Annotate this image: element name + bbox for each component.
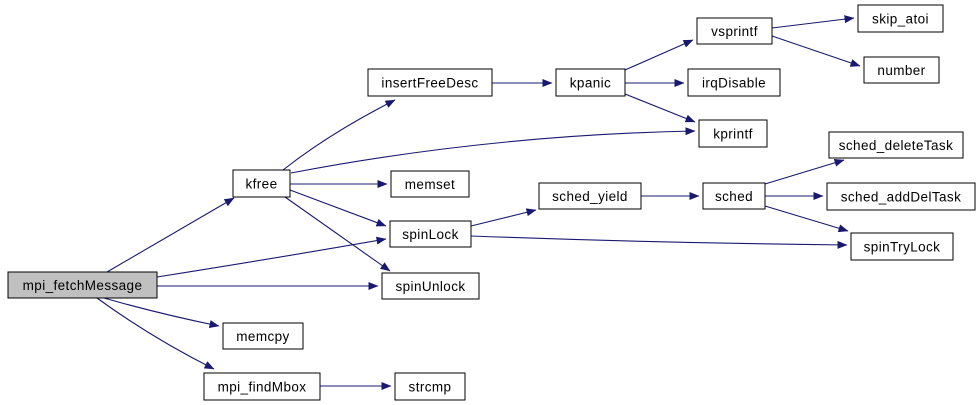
- node-label-spinLock: spinLock: [402, 227, 458, 242]
- node-skip_atoi[interactable]: skip_atoi: [857, 4, 944, 33]
- node-insertFreeDesc[interactable]: insertFreeDesc: [367, 68, 493, 97]
- node-box-strcmp: [394, 372, 466, 401]
- node-kfree[interactable]: kfree: [232, 169, 291, 198]
- node-sched_deleteTask[interactable]: sched_deleteTask: [828, 131, 964, 159]
- node-sched_addDelTask[interactable]: sched_addDelTask: [826, 182, 976, 211]
- node-kpanic[interactable]: kpanic: [555, 68, 626, 97]
- edge-sched-spinTryLock: [764, 205, 849, 233]
- node-vsprintf[interactable]: vsprintf: [696, 17, 773, 45]
- node-memset[interactable]: memset: [390, 170, 470, 198]
- node-box-memset: [390, 170, 470, 198]
- node-label-spinUnlock: spinUnlock: [395, 279, 465, 294]
- edge-mpi_fetchMessage-memcpy: [103, 297, 220, 329]
- node-box-kpanic: [555, 68, 626, 97]
- node-label-mpi_findMbox: mpi_findMbox: [218, 379, 307, 394]
- node-box-sched: [702, 182, 766, 210]
- node-kprintf[interactable]: kprintf: [698, 119, 768, 148]
- edge-kfree-spinLock: [289, 189, 387, 227]
- node-box-mpi_findMbox: [203, 372, 321, 401]
- node-box-spinUnlock: [381, 272, 480, 300]
- node-number[interactable]: number: [863, 56, 940, 84]
- node-label-spinTryLock: spinTryLock: [864, 239, 941, 254]
- edge-vsprintf-number: [771, 35, 861, 67]
- edge-mpi_fetchMessage-mpi_findMbox: [96, 297, 215, 370]
- edge-kpanic-vsprintf: [624, 39, 694, 71]
- node-spinTryLock[interactable]: spinTryLock: [850, 232, 954, 261]
- edge-kpanic-kprintf: [624, 93, 696, 123]
- node-box-spinTryLock: [850, 232, 954, 261]
- node-box-kprintf: [698, 119, 768, 148]
- node-box-sched_deleteTask: [828, 131, 964, 159]
- node-box-insertFreeDesc: [367, 68, 493, 97]
- node-box-skip_atoi: [857, 4, 944, 33]
- edge-sched-sched_deleteTask: [764, 158, 845, 185]
- node-label-sched_deleteTask: sched_deleteTask: [839, 138, 953, 153]
- edge-vsprintf-skip_atoi: [771, 15, 855, 29]
- edge-spinLock-spinTryLock: [470, 235, 848, 249]
- node-label-strcmp: strcmp: [409, 379, 452, 394]
- node-box-sched_yield: [538, 182, 642, 210]
- node-box-sched_addDelTask: [826, 182, 976, 211]
- node-label-memset: memset: [405, 177, 455, 192]
- node-irqDisable[interactable]: irqDisable: [687, 68, 781, 97]
- node-label-vsprintf: vsprintf: [711, 24, 758, 39]
- node-label-sched_yield: sched_yield: [552, 189, 628, 204]
- node-strcmp[interactable]: strcmp: [394, 372, 466, 401]
- node-mpi_fetchMessage: mpi_fetchMessage: [7, 271, 158, 299]
- node-box-number: [863, 56, 940, 84]
- node-label-memcpy: memcpy: [236, 329, 289, 344]
- edge-mpi_fetchMessage-spinLock: [156, 236, 387, 278]
- node-label-kprintf: kprintf: [713, 126, 753, 141]
- node-box-mpi_fetchMessage: [7, 271, 158, 299]
- node-label-kfree: kfree: [245, 176, 277, 191]
- node-label-kpanic: kpanic: [570, 75, 611, 90]
- node-sched[interactable]: sched: [702, 182, 766, 210]
- node-box-vsprintf: [696, 17, 773, 45]
- node-spinUnlock[interactable]: spinUnlock: [381, 272, 480, 300]
- edge-kfree-spinUnlock: [284, 196, 391, 272]
- node-box-irqDisable: [687, 68, 781, 97]
- node-label-skip_atoi: skip_atoi: [872, 11, 929, 26]
- edge-kfree-insertFreeDesc: [282, 99, 396, 171]
- node-label-mpi_fetchMessage: mpi_fetchMessage: [23, 278, 143, 293]
- node-label-sched: sched: [715, 189, 753, 204]
- edge-kfree-kprintf: [290, 127, 696, 174]
- node-sched_yield[interactable]: sched_yield: [538, 182, 642, 210]
- edge-mpi_fetchMessage-kfree: [106, 197, 235, 273]
- edge-spinLock-sched_yield: [470, 208, 537, 227]
- node-box-kfree: [232, 169, 291, 198]
- node-label-insertFreeDesc: insertFreeDesc: [381, 75, 478, 90]
- node-label-sched_addDelTask: sched_addDelTask: [841, 189, 961, 204]
- node-box-memcpy: [222, 322, 304, 350]
- node-label-irqDisable: irqDisable: [702, 75, 766, 90]
- node-spinLock[interactable]: spinLock: [389, 220, 472, 248]
- node-memcpy[interactable]: memcpy: [222, 322, 304, 350]
- node-label-number: number: [877, 63, 925, 78]
- node-mpi_findMbox[interactable]: mpi_findMbox: [203, 372, 321, 401]
- node-box-spinLock: [389, 220, 472, 248]
